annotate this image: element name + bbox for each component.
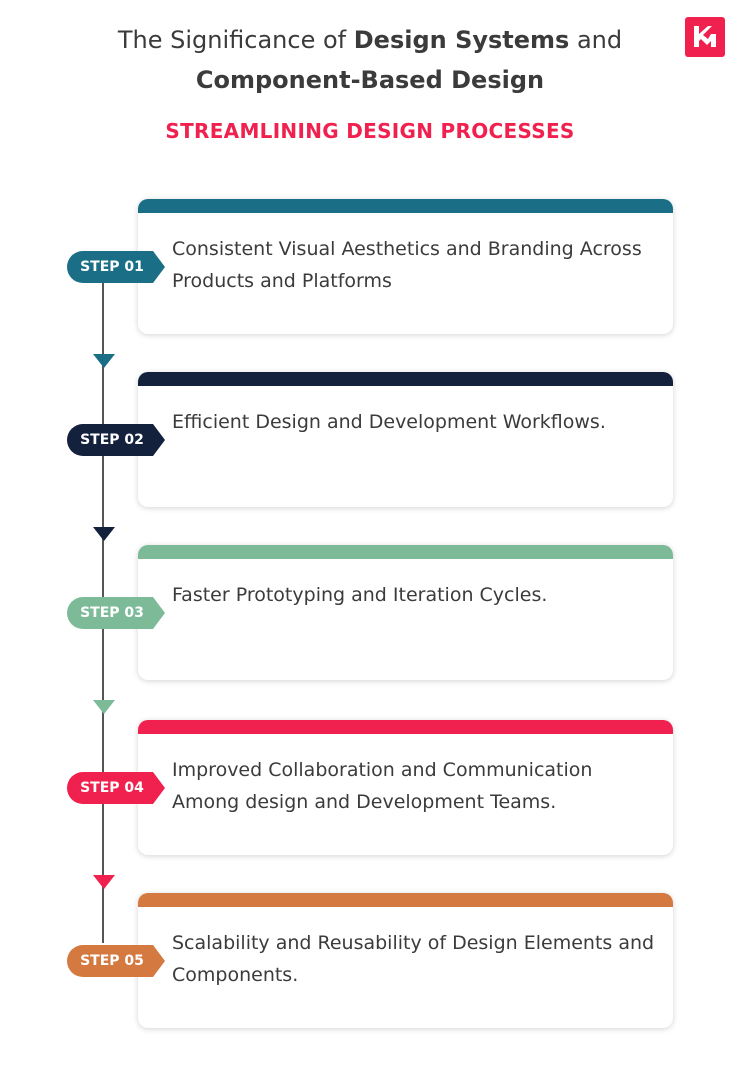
step-badge: STEP 03: [67, 597, 165, 629]
step-card: Efficient Design and Development Workflo…: [138, 372, 673, 507]
step-badge: STEP 04: [67, 772, 165, 804]
card-header-bar: [138, 199, 673, 213]
step-text: Consistent Visual Aesthetics and Brandin…: [172, 238, 642, 292]
step-card: Consistent Visual Aesthetics and Brandin…: [138, 199, 673, 334]
title-line-1: The Significance of Design Systems and: [117, 26, 623, 54]
km-logo: [685, 17, 725, 57]
step-label: STEP 01: [80, 259, 144, 275]
card-header-bar: [138, 893, 673, 907]
step-card: Scalability and Reusability of Design El…: [138, 893, 673, 1028]
step-badge: STEP 05: [67, 945, 165, 977]
step-text: Faster Prototyping and Iteration Cycles.: [172, 584, 548, 606]
arrow-down-icon: [93, 527, 115, 541]
title-line-2: Component-Based Design: [195, 66, 545, 94]
step-label: STEP 04: [80, 780, 144, 796]
step-label: STEP 03: [80, 605, 144, 621]
arrow-down-icon: [93, 700, 115, 714]
step-badge: STEP 02: [67, 424, 165, 456]
card-header-bar: [138, 720, 673, 734]
card-header-bar: [138, 372, 673, 386]
card-header-bar: [138, 545, 673, 559]
step-text: Improved Collaboration and Communication…: [172, 759, 593, 813]
step-label: STEP 05: [80, 953, 144, 969]
step-text: Efficient Design and Development Workflo…: [172, 411, 606, 433]
step-card: Improved Collaboration and Communication…: [138, 720, 673, 855]
subtitle: STREAMLINING DESIGN PROCESSES: [165, 119, 575, 143]
step-label: STEP 02: [80, 432, 144, 448]
step-text: Scalability and Reusability of Design El…: [172, 932, 655, 986]
step-badge: STEP 01: [67, 251, 165, 283]
arrow-down-icon: [93, 875, 115, 889]
arrow-down-icon: [93, 354, 115, 368]
step-card: Faster Prototyping and Iteration Cycles.: [138, 545, 673, 680]
